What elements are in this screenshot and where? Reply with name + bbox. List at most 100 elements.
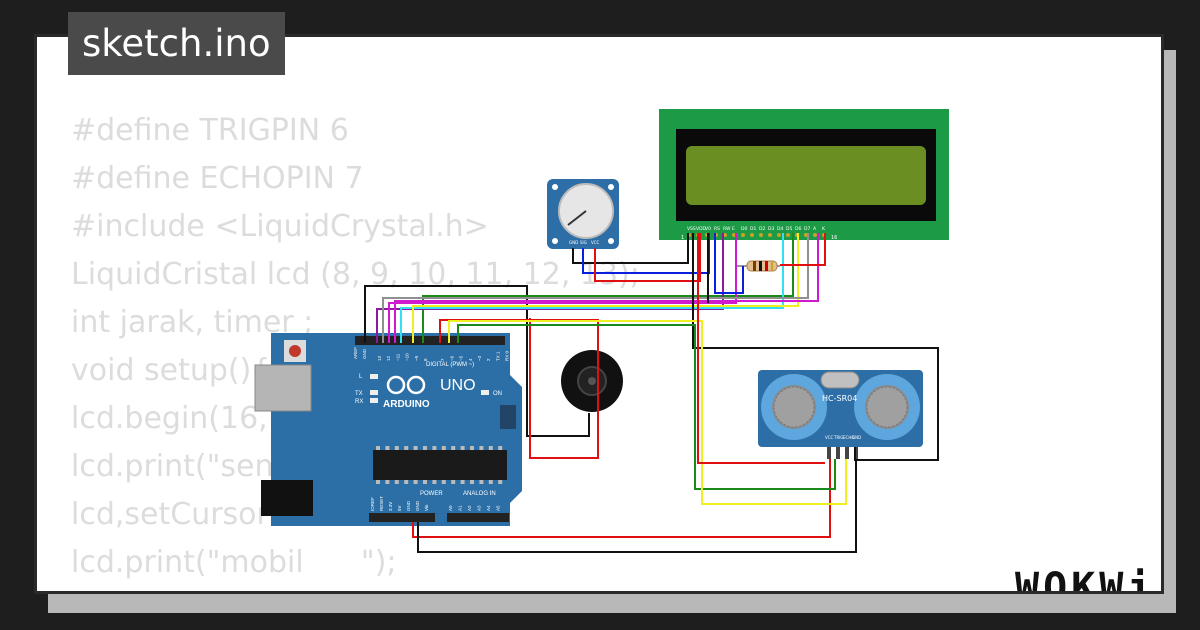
lcd-pin-label: VSS [687, 226, 696, 232]
project-title[interactable]: sketch.ino [68, 12, 285, 75]
arduino-pin-label: AREF [353, 347, 358, 359]
lcd-pin-last-label: 16 [831, 235, 837, 241]
code-line: LiquidCristal lcd (8, 9, 10, 11, 12, 13)… [71, 257, 640, 292]
svg-text:ANALOG IN: ANALOG IN [463, 491, 496, 497]
arduino-pin-label: GND [362, 348, 367, 359]
project-card[interactable]: #define TRIGPIN 6 #define ECHOPIN 7 #inclu… [34, 34, 1164, 594]
lcd-pin [759, 233, 763, 237]
lcd-pin [777, 233, 781, 237]
arduino-pin-label: Vin [424, 504, 429, 511]
buzzer [561, 350, 623, 412]
analog-header [447, 513, 509, 522]
potentiometer: GND SIG VCC [547, 179, 619, 249]
code-preview: #define TRIGPIN 6 #define ECHOPIN 7 #inclu… [71, 107, 640, 591]
lcd-pin-label: D4 [777, 226, 783, 232]
power-header [369, 513, 435, 522]
lcd-pin-label: RS [714, 226, 720, 232]
arduino-pin-label: GND [406, 500, 411, 511]
lcd-pin [741, 233, 745, 237]
code-line: lcd.print("sen [71, 449, 274, 484]
lcd-pin-label: D5 [786, 226, 792, 232]
arduino-pin-label: A0 [448, 505, 453, 511]
arduino-pin-label: ~10 [405, 353, 410, 361]
wire-red-buzzer [439, 318, 599, 459]
arduino-pin-label: ~3 [477, 355, 482, 361]
lcd-pin-label: E [732, 226, 735, 232]
lcd-pin-label: VDD [696, 226, 707, 232]
arduino-pin-label: ~5 [459, 355, 464, 361]
wire-black-buzzer [364, 285, 590, 437]
arduino-pin-label: A3 [477, 505, 482, 511]
arduino-pin-label: 5V [397, 505, 402, 511]
arduino-pin-label: ~6 [449, 355, 454, 361]
lcd-pin-label: V0 [705, 226, 711, 232]
arduino-pin-label: ~11 [395, 353, 400, 361]
arduino-pin-label: 13 [377, 355, 382, 361]
code-line: #define ECHOPIN 7 [71, 161, 364, 196]
svg-text:RX: RX [355, 399, 363, 405]
svg-text:ON: ON [493, 391, 502, 397]
power-jack [261, 480, 313, 516]
lcd-pin-label: K [822, 226, 826, 232]
code-line: lcd.begin(16, [71, 401, 268, 436]
lcd-pin [786, 233, 790, 237]
code-line: #include <LiquidCrystal.h> [71, 209, 489, 244]
arduino-pin-label: ~9 [414, 355, 419, 361]
svg-text:SIG: SIG [580, 240, 587, 245]
arduino-pin-label: TX 1 [495, 351, 500, 361]
lcd-pin-first-label: 1 [681, 235, 684, 241]
arduino-pin-label: A4 [486, 505, 491, 511]
lcd-pin-label: D6 [795, 226, 801, 232]
svg-text:ECHO: ECHO [843, 435, 854, 440]
svg-text:TX: TX [355, 391, 363, 397]
arduino-pin-label: RX 0 [505, 350, 510, 361]
wires [364, 233, 939, 553]
code-line: void setup(){ [71, 353, 271, 388]
code-line: lcd,setCursor [71, 497, 269, 532]
arduino-pin-label: 8 [423, 358, 428, 361]
arduino-pin-label: RESET [379, 496, 384, 511]
lcd-pin [813, 233, 817, 237]
code-line: int jarak, timer ; [71, 305, 314, 340]
arduino-pin-label: A1 [458, 505, 463, 511]
lcd-pin-label: D7 [804, 226, 810, 232]
svg-text:GND: GND [852, 435, 861, 440]
arduino-pin-label: 12 [386, 355, 391, 361]
lcd-pin-label: D2 [759, 226, 765, 232]
ultrasonic-label: HC-SR04 [822, 394, 857, 403]
svg-text:VCC: VCC [591, 240, 600, 245]
arduino-model: UNO [440, 377, 476, 394]
arduino-pin-label: IOREF [370, 497, 375, 511]
lcd-screen [686, 146, 926, 205]
arduino-pin-label: A2 [467, 505, 472, 511]
arduino-pin-label: 3.3V [388, 502, 393, 511]
svg-text:DIGITAL (PWM ~): DIGITAL (PWM ~) [426, 362, 474, 368]
lcd-pin-label: RW [723, 226, 731, 232]
wokwi-logo: WOKWi [1015, 565, 1156, 594]
lcd-pin-label: A [813, 226, 817, 232]
arduino-pin-label: 4 [468, 358, 473, 361]
lcd-pin [768, 233, 772, 237]
svg-text:POWER: POWER [420, 491, 443, 497]
svg-text:VCC: VCC [825, 435, 834, 440]
arduino-pin-label: GND [415, 500, 420, 511]
arduino-logo-text: ARDUINO [383, 399, 430, 410]
code-line: #define TRIGPIN 6 [71, 113, 349, 148]
arduino-pin-label: A5 [496, 505, 501, 511]
usb-port [254, 364, 312, 412]
svg-text:GND: GND [569, 240, 578, 245]
code-line: lcd.print("mobil "); [71, 545, 397, 580]
ultrasonic-sensor: HC-SR04 VCC TRIG ECHO GND [758, 370, 923, 459]
arduino-uno: ARDUINO UNO DIGITAL (PWM ~) POWER ANALOG… [254, 333, 522, 526]
lcd-pin-label: D3 [768, 226, 774, 232]
digital-header [355, 336, 505, 345]
microcontroller-chip [373, 450, 507, 480]
svg-text:TRIG: TRIG [833, 435, 844, 440]
lcd-pin [750, 233, 754, 237]
svg-text:L: L [359, 374, 363, 380]
arduino-pin-label: 2 [486, 358, 491, 361]
lcd-pin-label: D1 [750, 226, 756, 232]
arduino-pin-label: 7 [440, 358, 445, 361]
